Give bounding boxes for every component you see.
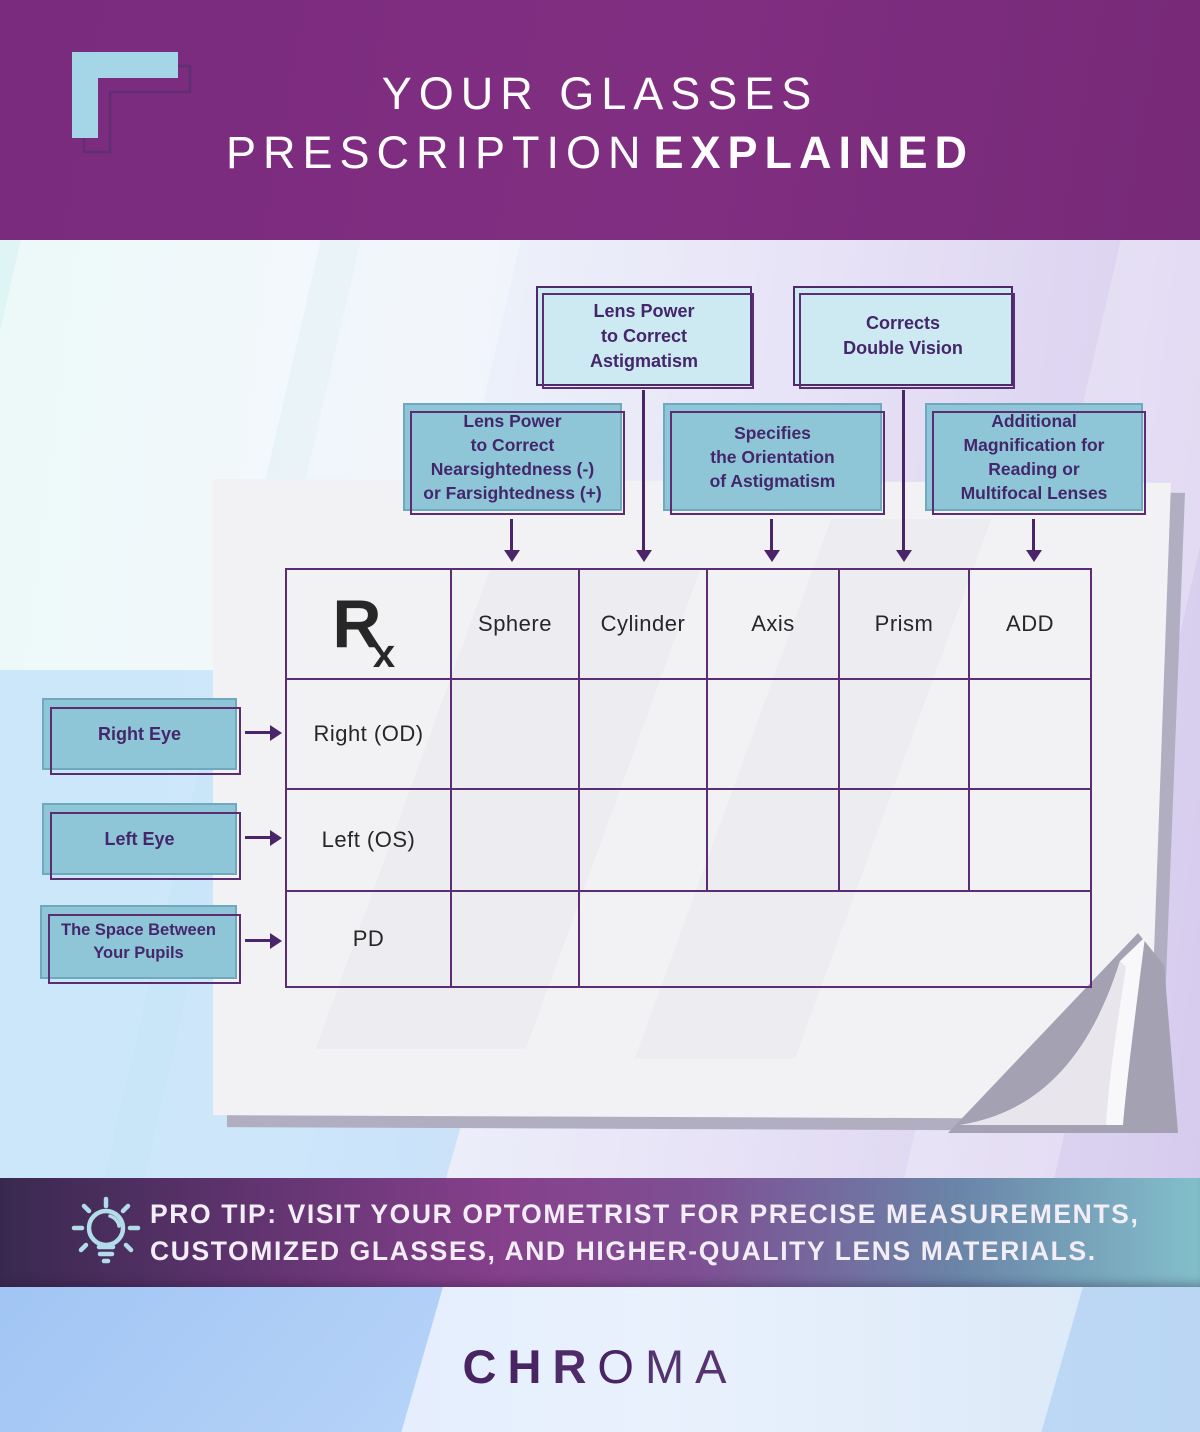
page-curl [948,933,1178,1133]
empty-cell [968,678,1092,790]
logo-part-ch: CH [462,1340,553,1393]
callout-left-eye: Left Eye [42,803,237,875]
table-header-row: Rx Sphere Cylinder Axis Prism ADD [285,568,1092,680]
logo-part-ma: MA [644,1340,738,1393]
row-label-right-od: Right (OD) [285,678,452,790]
callout-prism: Corrects Double Vision [793,286,1013,386]
table-row-pd: PD [285,890,1092,988]
column-header-sphere: Sphere [450,568,580,680]
corner-bracket-icon [72,52,192,154]
pro-tip-banner: PRO TIP: VISIT YOUR OPTOMETRIST FOR PRECI… [0,1178,1200,1287]
pro-tip-line1-text: VISIT YOUR OPTOMETRIST FOR PRECISE MEASU… [287,1199,1140,1229]
empty-merged-cell [578,890,1092,988]
pro-tip-line-1: PRO TIP: VISIT YOUR OPTOMETRIST FOR PRECI… [150,1196,1139,1233]
arrow-down-icon [1032,519,1035,551]
empty-cell [838,788,970,892]
arrow-down-icon [902,390,905,551]
column-header-axis: Axis [706,568,840,680]
empty-cell [578,788,708,892]
footer: CHROMA [0,1287,1200,1432]
pro-tip-text: PRO TIP: VISIT YOUR OPTOMETRIST FOR PRECI… [150,1196,1139,1270]
column-header-cylinder: Cylinder [578,568,708,680]
empty-cell [450,678,580,790]
callout-cylinder: Lens Power to Correct Astigmatism [536,286,752,386]
pro-tip-line-2: CUSTOMIZED GLASSES, AND HIGHER-QUALITY L… [150,1236,1097,1266]
row-label-left-os: Left (OS) [285,788,452,892]
table-row-right-od: Right (OD) [285,678,1092,790]
rx-symbol-cell: Rx [285,568,452,680]
pro-tip-label: PRO TIP: [150,1199,278,1229]
prescription-table: Rx Sphere Cylinder Axis Prism ADD Right … [285,568,1092,988]
callout-right-eye: Right Eye [42,698,237,770]
rx-symbol-r: R [332,586,382,662]
arrow-right-icon [245,836,271,839]
empty-cell [450,890,580,988]
empty-cell [578,678,708,790]
arrow-down-icon [510,519,513,551]
empty-cell [968,788,1092,892]
arrow-right-icon [245,939,271,942]
column-header-add: ADD [968,568,1092,680]
callout-axis: Specifies the Orientation of Astigmatism [663,403,882,511]
title-line-1: YOUR GLASSES [381,68,819,119]
empty-cell [450,788,580,892]
lightbulb-icon [71,1196,141,1264]
chroma-logo: CHROMA [0,1339,1200,1394]
callout-add: Additional Magnification for Reading or … [925,403,1143,511]
column-header-prism: Prism [838,568,970,680]
table-row-left-os: Left (OS) [285,788,1092,892]
callout-sphere: Lens Power to Correct Nearsightedness (-… [403,403,622,511]
rx-symbol-x: x [372,632,396,676]
title-regular: PRESCRIPTION [225,127,648,178]
title-bold: EXPLAINED [653,127,975,178]
row-label-pd: PD [285,890,452,988]
empty-cell [838,678,970,790]
empty-cell [706,788,840,892]
arrow-down-icon [642,390,645,551]
logo-part-r: R [552,1340,598,1393]
arrow-right-icon [245,731,271,734]
logo-part-o: O [597,1340,645,1393]
empty-cell [706,678,840,790]
callout-pd: The Space Between Your Pupils [40,905,237,979]
arrow-down-icon [770,519,773,551]
